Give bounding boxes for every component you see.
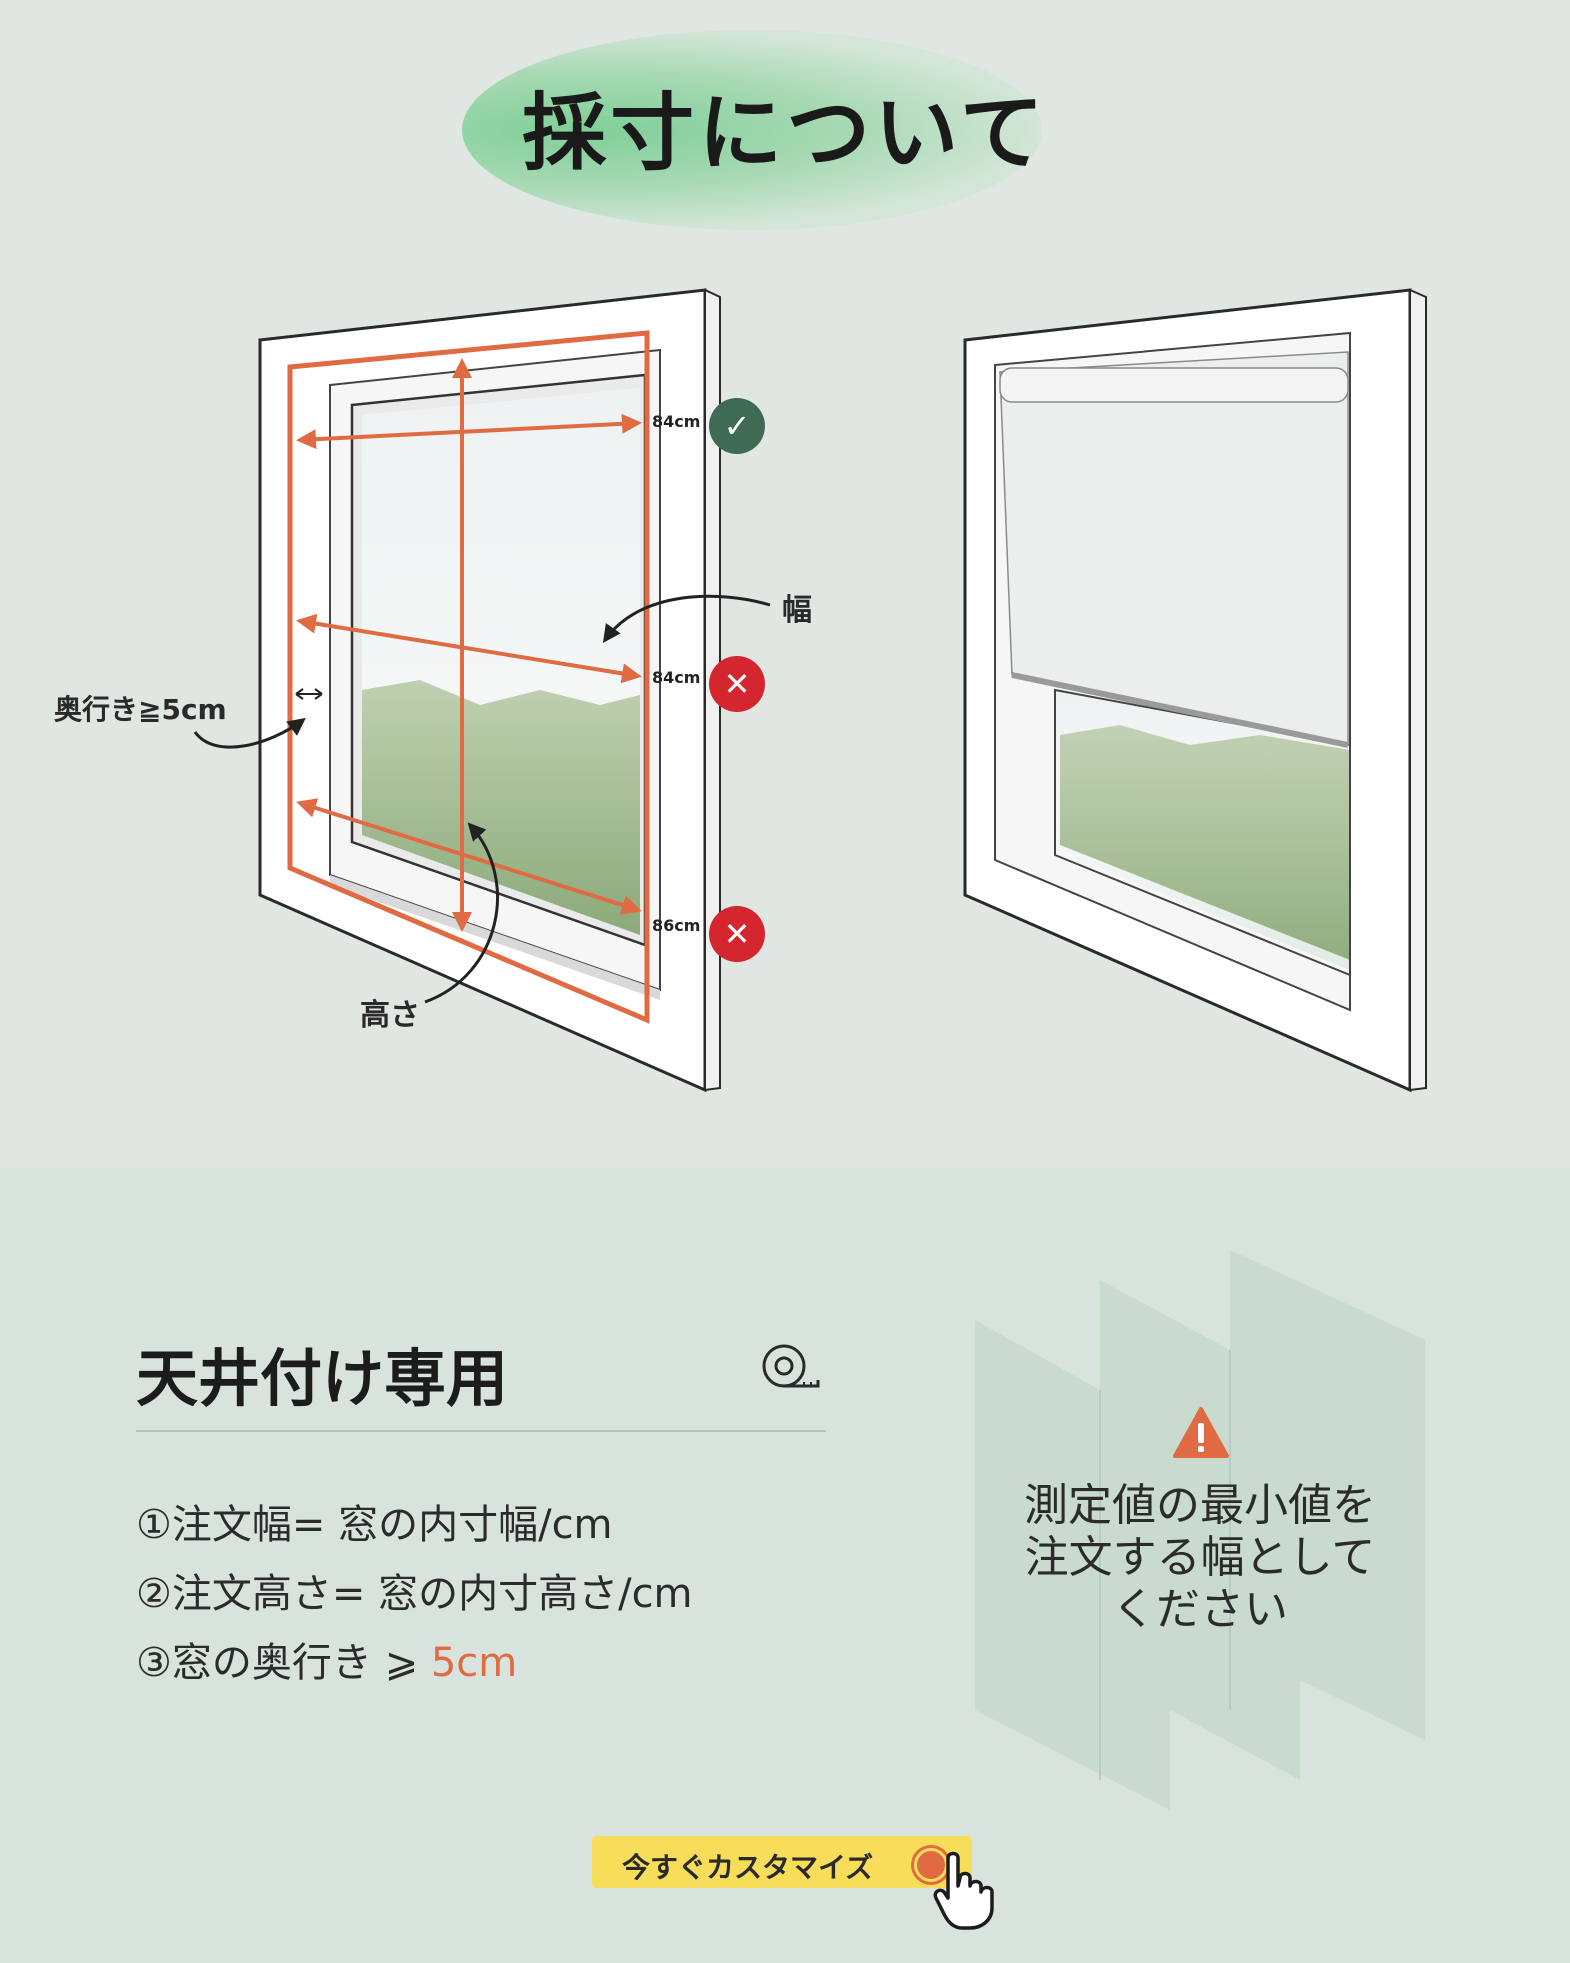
window-right: [963, 288, 1427, 1093]
folded-shade-graphic: [975, 1250, 1425, 1810]
measurement-bottom: 86cm: [652, 916, 701, 935]
customize-now-button[interactable]: 今すぐカスタマイズ: [592, 1836, 972, 1888]
roller-shade-tube: [999, 367, 1349, 403]
cross-icon: ✕: [709, 906, 765, 962]
height-label: 高さ: [360, 998, 420, 1033]
section-title: 天井付け専用: [136, 1342, 509, 1415]
spec-item-depth: ③窓の奥行き ⩾ 5cm: [136, 1640, 518, 1686]
page-title: 採寸について: [522, 84, 1048, 182]
width-pointer-arrow: [602, 594, 771, 643]
title-highlight-blob: [462, 30, 1042, 230]
width-label: 幅: [782, 593, 812, 628]
note-text: 測定値の最小値を注文する幅としてください: [1024, 1480, 1376, 1635]
tree-view-right: [1060, 725, 1350, 960]
measurement-top: 84cm: [652, 412, 701, 431]
height-pointer-arrow: [424, 822, 500, 1004]
inner-frame-outline: [287, 330, 650, 1024]
customize-now-label: 今すぐカスタマイズ: [622, 1851, 874, 1884]
shade-bottom-bar: [1011, 672, 1349, 748]
warning-icon: [1173, 1407, 1229, 1458]
window-left: [193, 288, 771, 1093]
cross-icon: ✕: [709, 656, 765, 712]
spec-item-height: ②注文高さ= 窓の内寸高さ/cm: [136, 1571, 693, 1617]
measuring-tape-icon: [762, 1344, 820, 1388]
depth-pointer-arrow: [193, 717, 306, 749]
section-divider: [136, 1430, 826, 1432]
depth-label: 奥行き≧5cm: [54, 693, 227, 726]
spec-item-width: ①注文幅= 窓の内寸幅/cm: [136, 1502, 613, 1548]
pointer-hand-icon: [933, 1851, 994, 1930]
check-icon: ✓: [709, 398, 765, 454]
measurement-middle: 84cm: [652, 668, 701, 687]
